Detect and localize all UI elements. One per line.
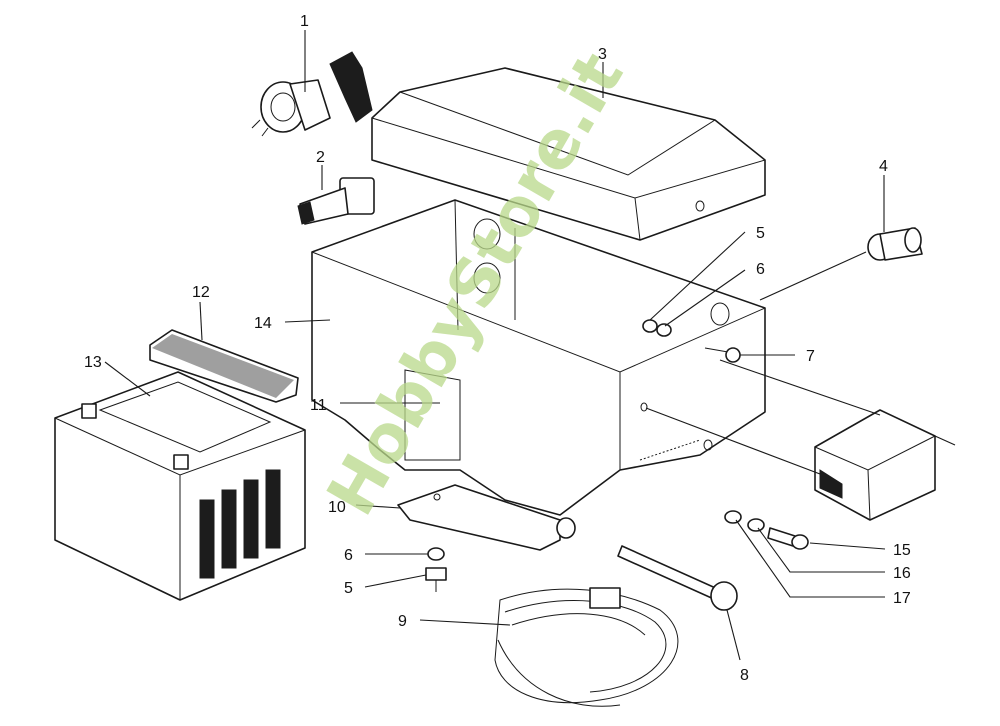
callout-numbers: 1 2 3 4 5 6 7 8 9 10 11 12 13 14 15 16 1… <box>84 13 911 684</box>
long-bolt <box>617 545 738 611</box>
leader-lines <box>104 30 956 661</box>
nut-washer-upper <box>642 319 672 337</box>
callout-4: 4 <box>879 158 888 175</box>
callout-3: 3 <box>598 46 607 63</box>
callout-6-upper: 6 <box>756 261 765 278</box>
callout-10: 10 <box>328 499 346 516</box>
battery-box <box>311 199 766 516</box>
callout-17: 17 <box>893 590 911 607</box>
nut-washer-lower <box>425 547 447 592</box>
screw-washers <box>724 510 809 550</box>
callout-7: 7 <box>806 348 815 365</box>
callout-9: 9 <box>398 613 407 630</box>
callout-6-lower: 6 <box>344 547 353 564</box>
battery <box>54 371 306 601</box>
filter-pad <box>149 329 299 403</box>
callout-1: 1 <box>300 13 309 30</box>
socket-plug <box>297 177 375 225</box>
callout-11: 11 <box>310 397 327 414</box>
battery-box-lid <box>371 67 766 241</box>
voltage-regulator <box>814 409 936 521</box>
wiring-harness <box>494 587 679 707</box>
accessory-socket <box>867 227 923 261</box>
callout-2: 2 <box>316 149 325 166</box>
callout-5-upper: 5 <box>756 225 765 242</box>
callout-12: 12 <box>192 284 210 301</box>
callout-5-lower: 5 <box>344 580 353 597</box>
callout-13: 13 <box>84 354 102 371</box>
callout-16: 16 <box>893 565 911 582</box>
callout-8: 8 <box>740 667 749 684</box>
ignition-key-switch <box>251 51 373 137</box>
callout-14: 14 <box>254 315 272 332</box>
mounting-bracket <box>397 484 576 551</box>
callout-15: 15 <box>893 542 911 559</box>
